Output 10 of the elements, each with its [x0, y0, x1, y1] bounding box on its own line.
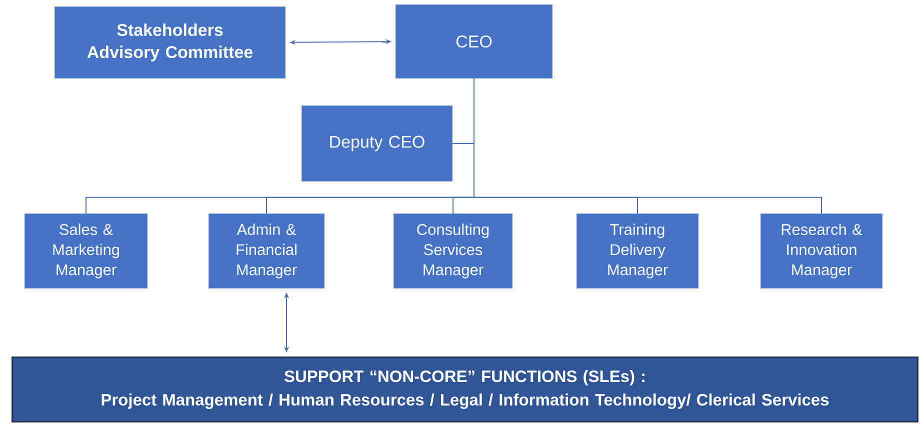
support-functions-banner: SUPPORT “NON-CORE” FUNCTIONS (SLEs) : Project Management / Human Resources / Legal / Information Technology/ Clerical Services: [12, 356, 918, 422]
manager-box: Admin & Financial Manager: [208, 214, 324, 288]
executive-box: Deputy CEO: [302, 106, 452, 182]
manager-box: Research & Innovation Manager: [760, 214, 882, 288]
executive-box: CEO: [396, 4, 552, 78]
manager-box: Consulting Services Manager: [394, 214, 512, 288]
connector-line: [474, 78, 822, 214]
manager-box: Training Delivery Manager: [576, 214, 698, 288]
manager-box: Sales & Marketing Manager: [24, 214, 148, 288]
committee-box: Stakeholders Advisory Committee: [54, 6, 286, 78]
